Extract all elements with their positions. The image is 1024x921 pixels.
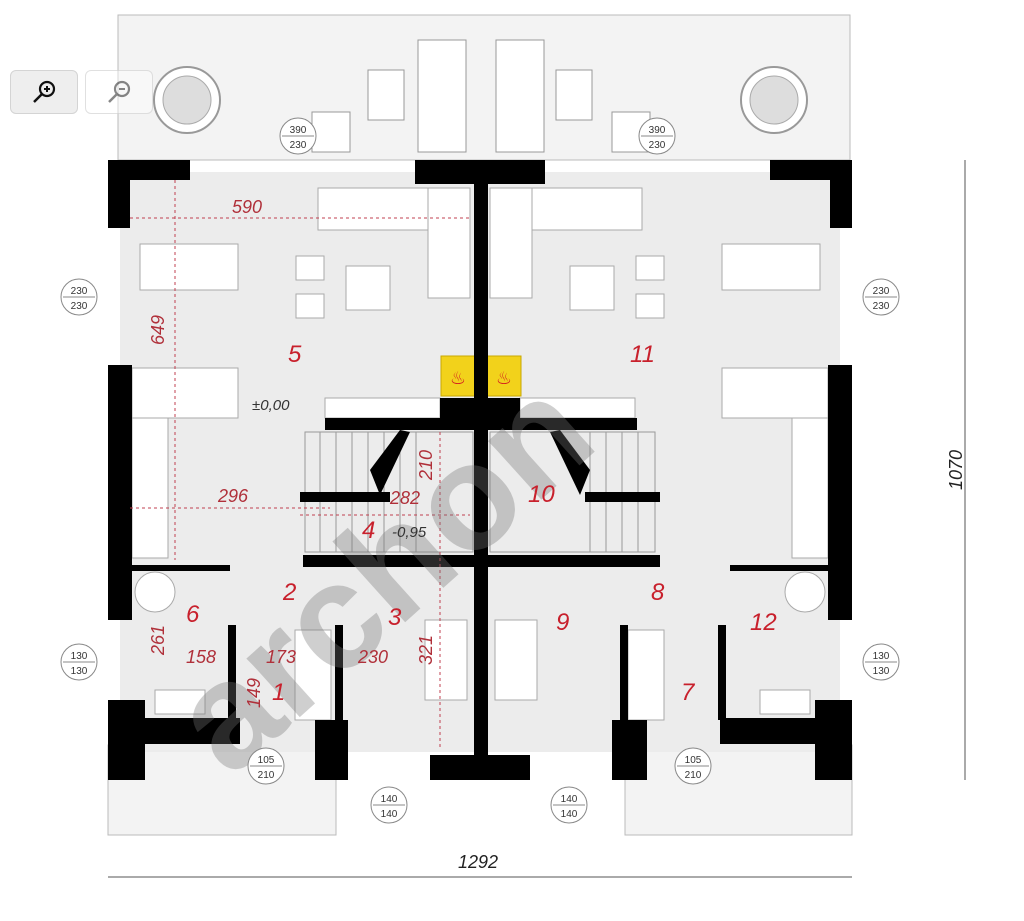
svg-text:130: 130	[873, 666, 890, 677]
room-number: 4	[362, 517, 375, 544]
fire-icon: ♨	[496, 368, 512, 388]
furniture	[131, 187, 829, 721]
terrace-furniture	[311, 39, 651, 153]
svg-text:210: 210	[685, 770, 702, 781]
dim-label: 296	[217, 486, 249, 506]
dim-label: 321	[416, 635, 436, 665]
fire-icon: ♨	[450, 368, 466, 388]
dim-label: 261	[148, 625, 168, 656]
stair-wall-left	[370, 430, 410, 495]
room-number: 7	[681, 679, 696, 706]
bottom-terrace-right	[624, 744, 853, 836]
svg-text:140: 140	[561, 794, 578, 805]
dim-label: 649	[148, 315, 168, 345]
svg-text:105: 105	[685, 755, 702, 766]
planter-right-inner	[749, 75, 799, 125]
svg-text:140: 140	[381, 809, 398, 820]
room-number: 9	[556, 609, 569, 636]
svg-text:130: 130	[71, 666, 88, 677]
svg-text:140: 140	[381, 794, 398, 805]
fireplace-left	[440, 355, 476, 397]
dim-label: 173	[266, 647, 296, 667]
svg-text:230: 230	[71, 301, 88, 312]
dim-label: 149	[244, 678, 264, 708]
svg-text:230: 230	[290, 140, 307, 151]
stair-wall-right	[550, 430, 590, 495]
zoom-out-button[interactable]	[85, 70, 153, 114]
top-terrace	[117, 14, 851, 161]
svg-text:130: 130	[71, 651, 88, 662]
dimension-lines	[130, 180, 470, 750]
svg-text:230: 230	[873, 286, 890, 297]
dim-label: 230	[357, 647, 388, 667]
svg-text:140: 140	[561, 809, 578, 820]
planter-left-inner	[162, 75, 212, 125]
room-number: 3	[388, 604, 402, 631]
svg-text:390: 390	[649, 125, 666, 136]
fireplace-right	[486, 355, 522, 397]
svg-text:130: 130	[873, 651, 890, 662]
room-number: 10	[528, 481, 555, 508]
svg-text:210: 210	[258, 770, 275, 781]
room-number: 11	[630, 341, 655, 368]
dim-label: 282	[389, 488, 420, 508]
dim-label: 210	[416, 450, 436, 481]
svg-text:230: 230	[71, 286, 88, 297]
dim-label: 590	[232, 197, 262, 217]
room-number: 2	[282, 579, 296, 606]
level-ground: ±0,00	[252, 397, 290, 414]
zoom-in-icon	[33, 80, 56, 103]
room-number: 8	[651, 579, 665, 606]
svg-text:105: 105	[258, 755, 275, 766]
total-width: 1292	[458, 852, 498, 872]
svg-text:390: 390	[290, 125, 307, 136]
svg-text:230: 230	[649, 140, 666, 151]
walls	[108, 160, 852, 780]
level-stair: -0,95	[392, 524, 427, 541]
room-number: 6	[186, 601, 200, 628]
zoom-in-button[interactable]	[10, 70, 78, 114]
total-depth: 1070	[946, 450, 966, 490]
bottom-terrace-left	[107, 744, 337, 836]
dim-label: 158	[186, 647, 216, 667]
svg-text:230: 230	[873, 301, 890, 312]
room-number: 1	[272, 679, 285, 706]
room-number: 5	[288, 341, 302, 368]
zoom-out-icon	[108, 80, 131, 103]
room-number: 12	[750, 609, 777, 636]
